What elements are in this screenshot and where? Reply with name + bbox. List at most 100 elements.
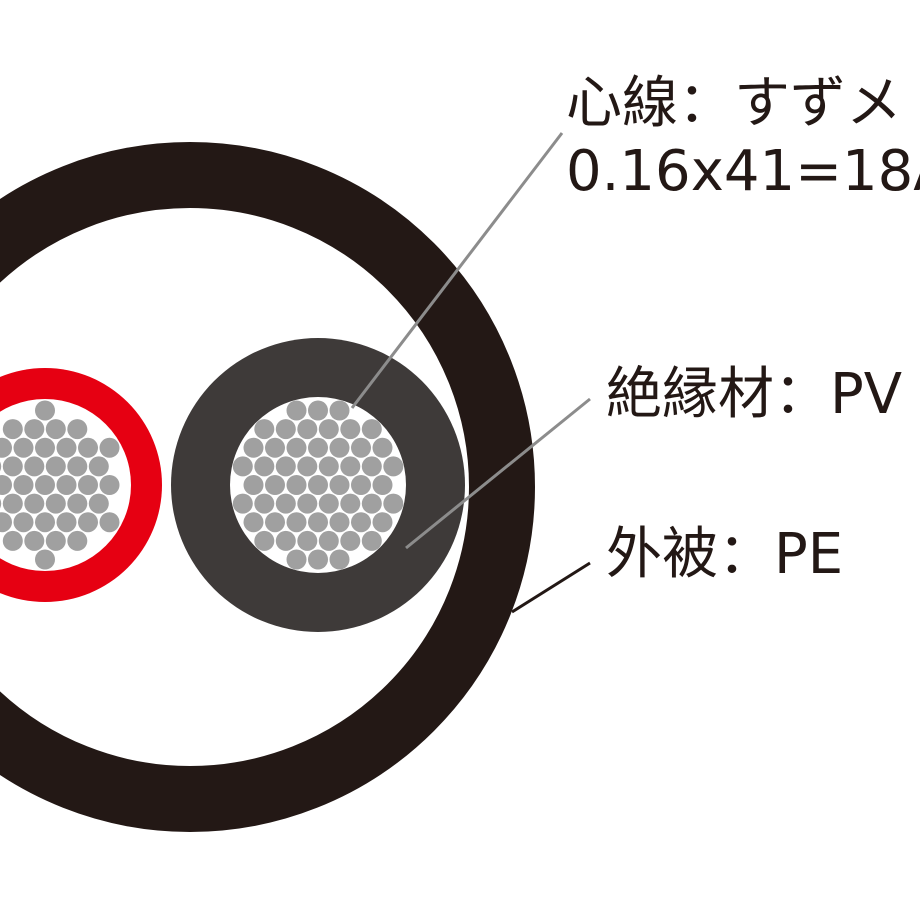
core-leader-line [350, 132, 564, 409]
conductor-strand [35, 400, 55, 421]
conductor-strand [308, 475, 328, 495]
conductor-strand [67, 456, 88, 477]
conductor-strand [286, 437, 307, 458]
conductor-strand [286, 400, 307, 421]
conductor-strand [308, 549, 328, 570]
conductor-strand [67, 530, 88, 551]
conductor-strand [88, 456, 109, 477]
conductor-strand [0, 437, 12, 458]
conductor-strand [56, 437, 77, 458]
conductor-strand [297, 456, 318, 477]
conductor-strand [0, 512, 12, 533]
conductor-strand [383, 493, 404, 514]
conductor-strand [318, 530, 339, 551]
conductor-strand [0, 475, 12, 495]
conductor-strand [308, 437, 328, 458]
conductor-strand [286, 475, 307, 495]
conductor-strand [0, 461, 2, 472]
conductor-strand [372, 437, 393, 458]
conductor-strand [243, 437, 264, 458]
conductor-strand [2, 456, 23, 477]
conductor-strand [340, 419, 361, 440]
conductor-strand [78, 437, 98, 458]
conductor-strand [329, 549, 350, 570]
conductor-strand [275, 493, 296, 514]
conductor-strand [286, 512, 307, 533]
conductor-strand [99, 437, 120, 458]
conductor-strand [308, 400, 328, 421]
conductor-strand [297, 530, 318, 551]
conductor-strand [361, 493, 382, 514]
right-conductor-strands [230, 397, 406, 573]
conductor-strand [340, 530, 361, 551]
conductor-strand [67, 419, 88, 440]
conductor-strand [45, 419, 66, 440]
conductor-strand [13, 475, 34, 495]
conductor-strand [383, 456, 404, 477]
conductor-strand [2, 419, 23, 440]
conductor-strand [56, 475, 77, 495]
conductor-strand [24, 493, 45, 514]
insulation-leader-line [405, 397, 591, 550]
conductor-strand [254, 456, 275, 477]
insulation-label: 絶縁材：PV [606, 362, 902, 427]
conductor-strand [45, 530, 66, 551]
conductor-strand [265, 437, 285, 458]
conductor-strand [351, 475, 371, 495]
conductor-strand [351, 437, 371, 458]
conductor-strand [275, 419, 296, 440]
conductor-strand [361, 456, 382, 477]
conductor-strand [329, 437, 350, 458]
conductor-strand [297, 493, 318, 514]
conductor-strand [351, 512, 371, 533]
conductor-strand [329, 512, 350, 533]
jacket-leader-line [511, 561, 591, 614]
outer-jacket-ring [0, 142, 535, 832]
conductor-strand [99, 475, 120, 495]
conductor-strand [67, 493, 88, 514]
conductor-strand [35, 512, 55, 533]
conductor-strand [275, 530, 296, 551]
conductor-strand [88, 493, 109, 514]
conductor-strand [24, 456, 45, 477]
conductor-strand [286, 549, 307, 570]
conductor-strand [35, 437, 55, 458]
conductor-strand [340, 456, 361, 477]
conductor-strand [78, 475, 98, 495]
core-label-line1: 心線：すずメ [566, 71, 902, 136]
conductor-strand [318, 456, 339, 477]
conductor-strand [45, 456, 66, 477]
conductor-strand [78, 512, 98, 533]
conductor-strand [243, 475, 264, 495]
jacket-label: 外被：PE [606, 522, 843, 587]
conductor-strand [254, 419, 275, 440]
conductor-strand [265, 475, 285, 495]
conductor-strand [329, 475, 350, 495]
conductor-strand [308, 512, 328, 533]
conductor-strand [318, 493, 339, 514]
conductor-strand [372, 475, 393, 495]
conductor-strand [2, 530, 23, 551]
conductor-strand [243, 512, 264, 533]
conductor-strand [372, 512, 393, 533]
conductor-strand [24, 530, 45, 551]
conductor-strand [232, 493, 253, 514]
conductor-strand [297, 419, 318, 440]
conductor-strand [232, 456, 253, 477]
left-conductor-strands [0, 399, 131, 571]
conductor-strand [24, 419, 45, 440]
conductor-strand [45, 493, 66, 514]
conductor-strand [13, 437, 34, 458]
conductor-strand [254, 493, 275, 514]
conductor-strand [254, 530, 275, 551]
conductor-strand [265, 512, 285, 533]
conductor-strand [35, 549, 55, 570]
conductor-strand [35, 475, 55, 495]
conductor-strand [361, 419, 382, 440]
conductor-strand [13, 512, 34, 533]
conductor-strand [0, 498, 2, 509]
conductor-strand [56, 512, 77, 533]
conductor-strand [99, 512, 120, 533]
